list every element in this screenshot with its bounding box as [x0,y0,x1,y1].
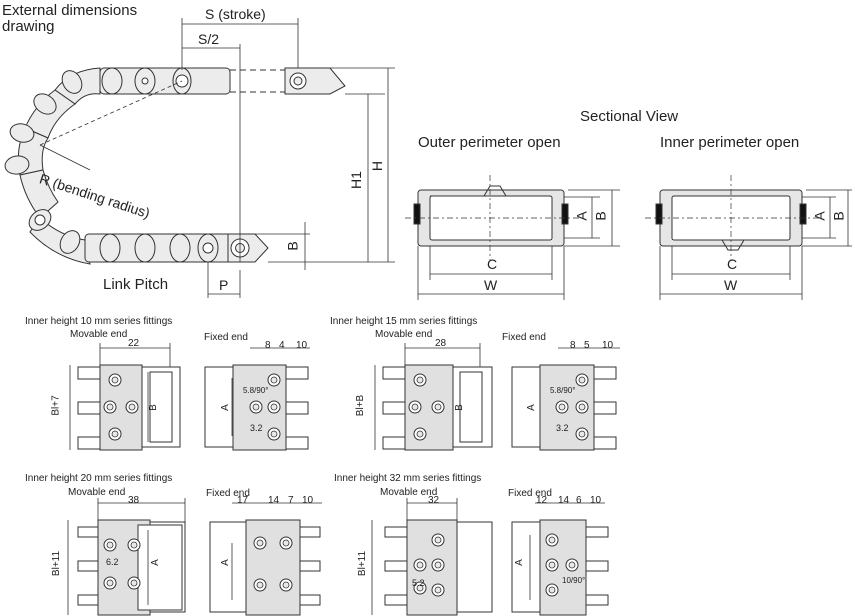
fitting-15-fixed-dim-3: 10 [602,340,614,351]
fitting-10-movable-label: Movable end [70,329,128,340]
fitting-32-fixed-dim-3: 6 [576,495,582,506]
section-inner-dims [659,189,852,300]
fitting-20-fixed-inner-label: A [219,559,231,566]
fitting-20-movable-label: Movable end [68,487,126,498]
cable-chain-drawing [4,67,346,265]
fitting-20-movable-inner-label: A [149,559,161,566]
outer-c-label: C [487,256,498,272]
fitting-20-fixed-dim-3: 7 [288,495,294,506]
fitting-32-hole-label: 10/90° [562,576,586,585]
fitting-15-fixed-label: Fixed end [502,332,546,343]
chain-dimension-lines [39,18,395,298]
outer-b-label: B [592,211,609,221]
sectional-view-title: Sectional View [580,108,679,125]
section-outer-dims [417,189,620,300]
fitting-10-small-dim: 3.2 [250,423,263,433]
fitting-15-movable-dim: 28 [435,338,447,349]
fitting-20-fixed-dim-2: 14 [268,495,280,506]
fitting-20-fixed-dim-4: 10 [302,495,314,506]
fitting-32-movable-label: Movable end [380,487,438,498]
fitting-10-fixed-dim-3: 10 [296,340,308,351]
fitting-32-small-dim: 5.2 [412,578,425,588]
fitting-20-fixed-label: Fixed end [206,488,250,499]
fitting-32-side-label: Bl+11 [357,550,369,577]
half-stroke-label: S/2 [198,31,220,47]
fitting-15-fixed-dim-1: 8 [570,340,576,351]
section-inner-open [645,175,820,260]
fitting-15-drawing [374,343,620,451]
fitting-32-title: Inner height 32 mm series fittings [334,473,482,484]
fitting-32-movable-dim: 32 [428,495,440,506]
fitting-10-side-label: Bl+7 [50,395,62,416]
fitting-15-fixed-inner-label: A [525,404,537,411]
stroke-label: S (stroke) [205,6,266,22]
title-line-2: drawing [2,18,55,35]
fitting-20-small-dim: 6.2 [106,557,119,567]
fitting-32-drawing [371,498,609,616]
link-pitch-label: Link Pitch [103,276,169,293]
fitting-15-movable-label: Movable end [375,329,433,340]
inner-b-label: B [830,211,847,221]
fitting-15-side-label: Bl+B [355,394,367,417]
fitting-15-title: Inner height 15 mm series fittings [330,316,478,327]
pitch-label: P [219,277,229,293]
fitting-15-hole-label: 5.8/90° [550,386,576,395]
fitting-10-fixed-inner-label: A [219,404,231,411]
fitting-10-inner-label: B [147,404,159,411]
fitting-32-fixed-inner-label: A [513,559,525,566]
fitting-10-hole-label: 5.8/90° [243,386,269,395]
fitting-10-fixed-label: Fixed end [204,332,248,343]
fitting-10-movable-dim: 22 [128,338,140,349]
fitting-15-fixed-dim-2: 5 [584,340,590,351]
fitting-20-drawing [67,498,322,616]
h-label: H [369,160,386,172]
title-line-1: External dimensions [2,2,138,19]
fitting-32-fixed-dim-1: 12 [536,495,548,506]
h1-label: H1 [347,171,364,189]
outer-open-title: Outer perimeter open [418,134,561,151]
outer-a-label: A [573,211,590,221]
fitting-20-title: Inner height 20 mm series fittings [25,473,173,484]
inner-w-label: W [724,277,738,293]
fitting-20-fixed-dim-1: 17 [237,495,249,506]
fitting-32-fixed-dim-2: 14 [558,495,570,506]
fitting-10-fixed-dim-2: 4 [279,340,285,351]
inner-a-label: A [811,211,828,221]
outer-w-label: W [484,277,498,293]
fitting-15-small-dim: 3.2 [556,423,569,433]
section-outer-open [405,175,580,260]
chain-b-label: B [284,241,301,251]
fitting-10-fixed-dim-1: 8 [265,340,271,351]
fitting-10-title: Inner height 10 mm series fittings [25,316,173,327]
fitting-20-side-label: Bl+11 [51,550,63,577]
fitting-10-drawing [69,343,310,451]
inner-c-label: C [727,256,738,272]
inner-open-title: Inner perimeter open [660,134,800,151]
fitting-20-movable-dim: 38 [128,495,140,506]
fitting-15-inner-label: B [453,404,465,411]
fitting-32-fixed-dim-4: 10 [590,495,602,506]
fitting-32-fixed-label: Fixed end [508,488,552,499]
